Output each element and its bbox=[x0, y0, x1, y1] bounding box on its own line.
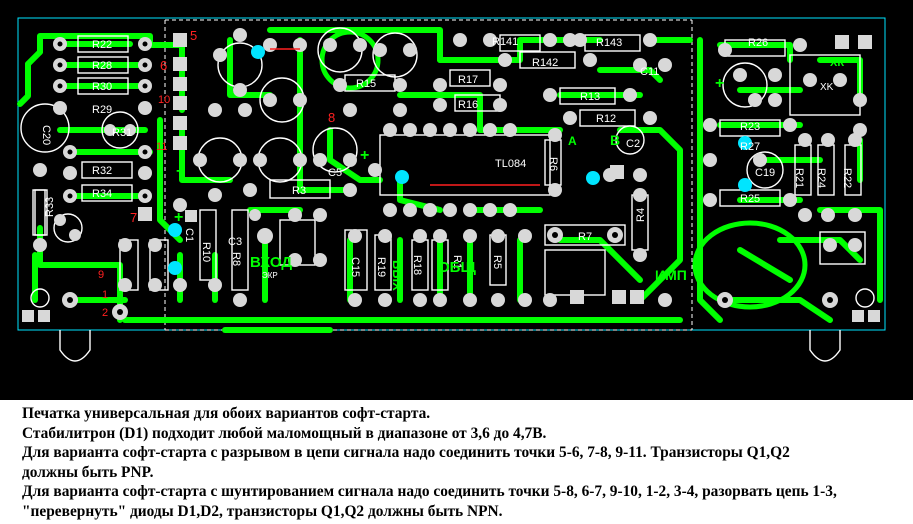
board-outline bbox=[17, 17, 886, 331]
point-marker-8: 8 bbox=[328, 110, 335, 125]
label-c1: C1 bbox=[183, 228, 195, 242]
label-r1: R1 bbox=[451, 255, 463, 269]
label-c19: C19 bbox=[755, 167, 775, 179]
label-r5: R5 bbox=[491, 255, 503, 269]
drill-holes bbox=[57, 41, 833, 315]
label-r17: R17 bbox=[458, 74, 478, 86]
note-line-5: Для варианта софт-старта с шунтированием… bbox=[22, 483, 837, 501]
label-r10: R10 bbox=[200, 242, 212, 262]
label-r24: R24 bbox=[815, 168, 827, 188]
label-r33: R33 bbox=[44, 197, 56, 217]
notes-text: Печатка универсальная для обоих варианто… bbox=[22, 404, 902, 522]
label-r34: R34 bbox=[92, 188, 112, 200]
label-r19: R19 bbox=[375, 257, 387, 277]
trace-ring bbox=[692, 220, 808, 310]
label-r22: R22 bbox=[92, 39, 112, 51]
polarity-marks: + + + + bbox=[174, 75, 724, 226]
note-line-4: должны быть PNP. bbox=[22, 463, 154, 481]
label-r4: R4 bbox=[635, 208, 647, 222]
pcb-layout: R22 R28 R30 R29 C20 R31 R32 R34 R33 R141… bbox=[0, 0, 913, 400]
label-r15: R15 bbox=[356, 78, 376, 90]
label-r31: R31 bbox=[112, 127, 132, 139]
label-tl084: TL084 bbox=[495, 158, 526, 170]
pcb-drawing: R22 R28 R30 R29 C20 R31 R32 R34 R33 R141… bbox=[17, 17, 886, 362]
label-r3: R3 bbox=[292, 185, 306, 197]
label-c5: C5 bbox=[328, 167, 342, 179]
label-c3: C3 bbox=[228, 236, 242, 248]
label-r6: R6 bbox=[547, 157, 559, 171]
label-r143: R143 bbox=[596, 37, 622, 49]
label-r25: R25 bbox=[740, 193, 760, 205]
svg-text:+: + bbox=[715, 75, 724, 92]
label-xk2: ХК bbox=[830, 57, 844, 69]
point-marker-9: 9 bbox=[98, 269, 104, 281]
green-labels: ВХОД ОБЩ ИМП A B ХК ВЫХ bbox=[250, 57, 844, 291]
label-r27: R27 bbox=[740, 141, 760, 153]
point-marker-5: 5 bbox=[190, 28, 197, 43]
note-line-6: "перевернуть" диоды D1,D2, транзисторы Q… bbox=[22, 502, 503, 520]
label-r18: R18 bbox=[411, 255, 423, 275]
label-c2: C2 bbox=[626, 138, 640, 150]
label-r30: R30 bbox=[92, 81, 112, 93]
label-imp: ИМП bbox=[655, 267, 687, 283]
note-line-1: Печатка универсальная для обоих варианто… bbox=[22, 405, 431, 422]
label-r13: R13 bbox=[580, 91, 600, 103]
point-marker-11: 11 bbox=[156, 141, 167, 153]
component-labels: R22 R28 R30 R29 C20 R31 R32 R34 R33 R141… bbox=[40, 36, 853, 280]
label-r141: R141 bbox=[492, 36, 518, 48]
label-xk: XK bbox=[820, 82, 834, 93]
label-b: B bbox=[610, 132, 620, 148]
svg-text:+: + bbox=[174, 209, 183, 226]
label-out: ВЫХ bbox=[390, 260, 405, 291]
note-line-3: Для варианта софт-старта с разрывом в це… bbox=[22, 444, 790, 462]
label-in: ВХОД bbox=[250, 254, 292, 271]
trace-ring-2 bbox=[319, 29, 381, 91]
label-c20: C20 bbox=[40, 125, 52, 145]
point-marker-10: 10 bbox=[158, 94, 170, 106]
point-marker-6: 6 bbox=[160, 58, 167, 73]
led-outlines bbox=[30, 288, 875, 362]
label-r142: R142 bbox=[532, 57, 558, 69]
label-c11: C11 bbox=[640, 66, 659, 78]
label-a: A bbox=[568, 134, 577, 148]
label-c15: C15 bbox=[349, 257, 361, 277]
label-r28: R28 bbox=[92, 60, 112, 72]
square-pads bbox=[22, 33, 880, 322]
label-r12: R12 bbox=[596, 113, 616, 125]
point-marker-1: 1 bbox=[102, 289, 108, 301]
note-line-2: Стабилитрон (D1) подходит любой маломощн… bbox=[22, 424, 547, 442]
point-markers: 5 6 7 8 9 10 11 1 2 bbox=[98, 28, 335, 319]
label-r23: R23 bbox=[740, 121, 760, 133]
label-r16: R16 bbox=[458, 99, 478, 111]
label-gnd: ОБЩ bbox=[438, 259, 476, 276]
svg-text:+: + bbox=[176, 163, 185, 180]
label-r22b: R22 bbox=[841, 168, 853, 188]
label-ekr: ЭКР bbox=[262, 271, 278, 280]
svg-text:+: + bbox=[360, 147, 369, 164]
label-r29: R29 bbox=[92, 104, 112, 116]
vias bbox=[168, 45, 752, 275]
label-r21: R21 bbox=[793, 168, 805, 188]
label-r32: R32 bbox=[92, 165, 112, 177]
label-r7: R7 bbox=[578, 231, 592, 243]
label-r8: R8 bbox=[230, 252, 242, 266]
label-r26: R26 bbox=[748, 37, 768, 49]
point-marker-2: 2 bbox=[102, 307, 108, 319]
point-marker-7: 7 bbox=[130, 210, 137, 225]
